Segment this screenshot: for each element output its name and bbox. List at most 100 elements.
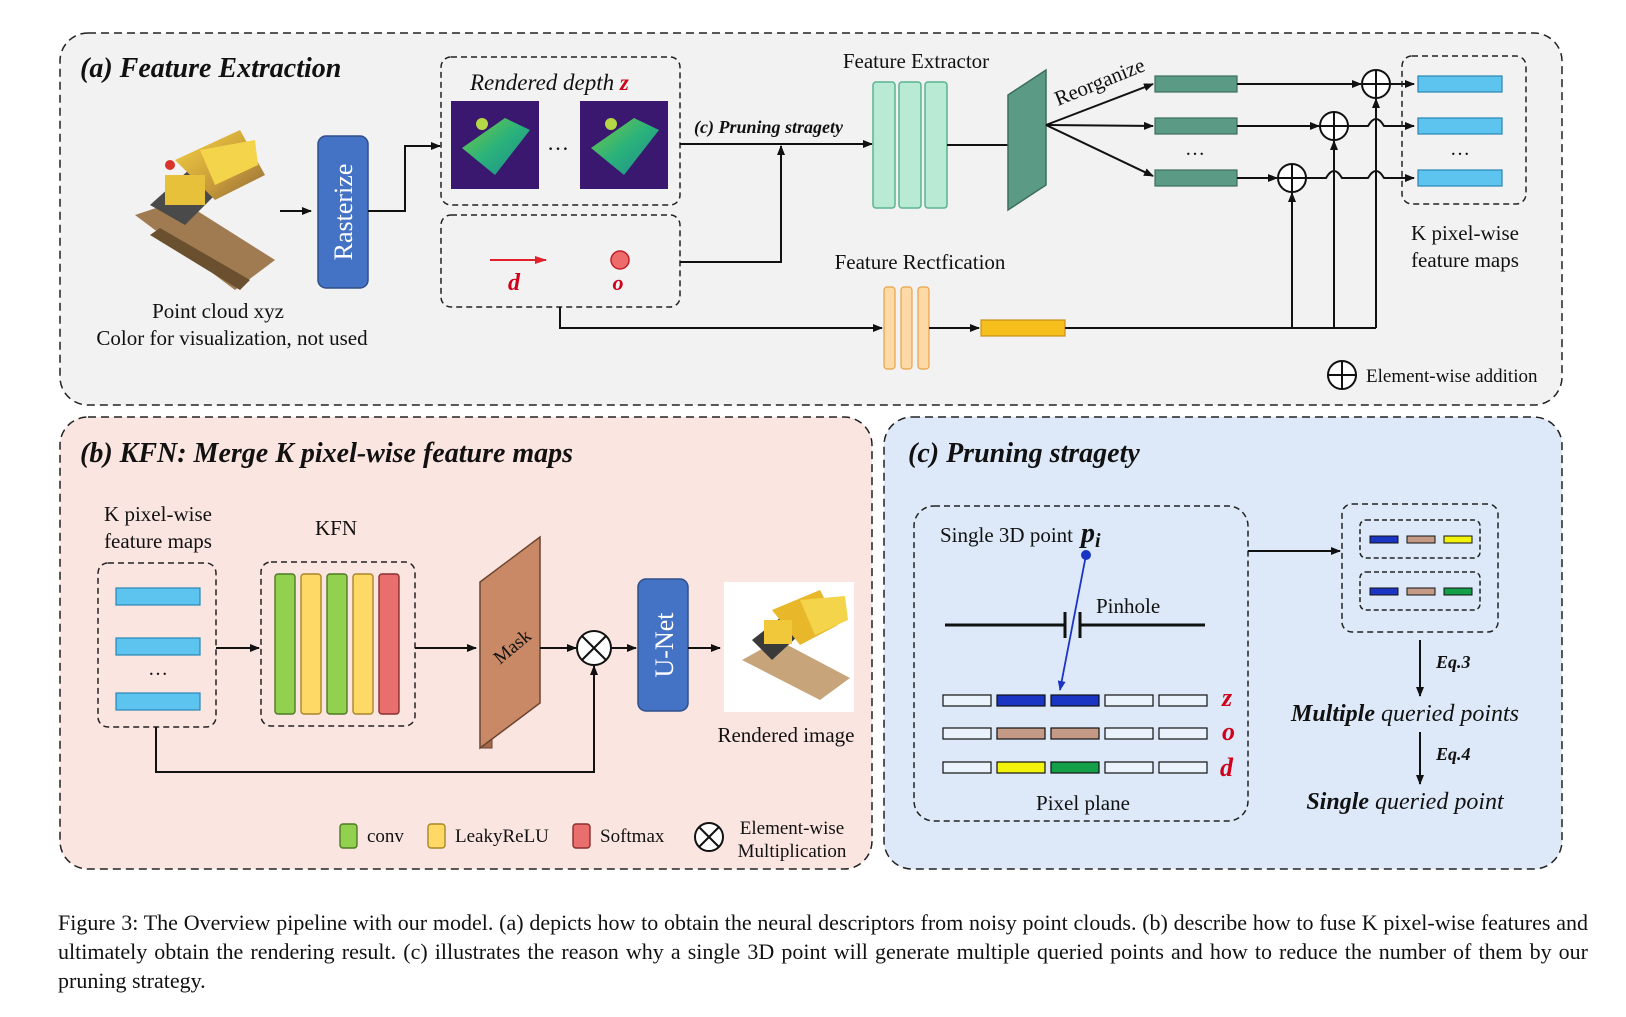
d-symbol: d [508,270,521,296]
point-cloud-label-2: Color for visualization, not used [96,326,368,350]
addition-legend-label: Element-wise addition [1366,366,1538,387]
depth-z-symbol: z [619,70,629,95]
pinhole-box [913,505,1249,822]
queried-points-box [1341,503,1499,633]
depth-map-2 [580,101,668,189]
pixel-row-o [942,727,1208,740]
k-map-b-2 [115,637,201,656]
rectified-feature-bar [980,319,1066,337]
addition-legend-icon [1327,360,1357,390]
feature-extractor-label: Feature Extractor [843,49,989,73]
reorg-feature-2 [1154,117,1238,135]
k-maps-a-label-2: feature maps [1411,248,1519,272]
legend-leaky-label: LeakyReLU [455,826,549,847]
pixel-row-d [942,761,1208,774]
k-map-a-2 [1417,117,1503,135]
arrow-do-to-pruning [680,145,785,263]
k-maps-b-label-2: feature maps [104,529,212,553]
k-map-b-ellipsis: … [148,658,168,680]
arrow-reorg-1 [1045,83,1154,126]
o-symbol: o [613,270,624,295]
addition-node-3 [1277,163,1307,193]
arrow-reorg-3 [1045,124,1154,177]
extractor-layer-3 [924,81,948,209]
feature-rectification-label: Feature Rectfication [835,250,1006,274]
k-maps-b-label-1: K pixel-wise [104,502,212,526]
kfn-conv-2 [326,573,348,715]
rendered-depth-label: Rendered depth z [469,70,629,95]
kfn-conv-1 [274,573,296,715]
legend-leaky-swatch [427,823,446,849]
offset-dot-icon [610,250,630,270]
depth-ellipsis: … [547,130,569,155]
legend-conv-label: conv [367,826,404,847]
rendered-image [724,582,854,712]
legend-conv-swatch [339,823,358,849]
pixel-d-symbol: d [1220,753,1234,782]
kfn-leaky-2 [352,573,374,715]
legend-softmax-label: Softmax [600,826,665,847]
pixel-plane-label: Pixel plane [1036,791,1130,815]
pixel-row-z [942,694,1208,707]
queried-group-1 [1359,519,1481,559]
skip-connection-arrow [155,665,598,773]
arrow-do-to-rectification [559,307,883,332]
unet-block [637,578,689,712]
queried-group-2 [1359,571,1481,611]
legend-multiplication-icon [694,822,724,852]
panel-feature-extraction: (a) Feature Extraction Point cloud xyz C… [59,32,1563,406]
arrow-rasterize-to-depth [368,142,441,212]
multiple-queried-label: Multiple queried points [1290,701,1519,727]
reorg-feature-1 [1154,75,1238,93]
legend-mult-label-2: Multiplication [738,841,847,862]
reorganize-slab [1007,68,1047,212]
panel-b-title: (b) KFN: Merge K pixel-wise feature maps [80,438,573,469]
kfn-label: KFN [315,516,357,540]
point-cloud-label-1: Point cloud xyz [152,299,284,323]
k-map-b-1 [115,587,201,606]
k-maps-box-a [1401,55,1527,205]
extractor-layer-1 [872,81,896,209]
extractor-layer-2 [898,81,922,209]
legend-softmax-swatch [572,823,591,849]
addition-node-2 [1319,111,1349,141]
pinhole-label: Pinhole [1096,594,1160,618]
depth-map-1 [451,101,539,189]
multiplication-node [576,630,612,666]
rendered-image-label: Rendered image [717,723,854,747]
kfn-softmax [378,573,400,715]
legend-mult-label-1: Element-wise [740,818,844,839]
reorg-ellipsis: … [1185,138,1205,160]
pixel-z-symbol: z [1221,683,1233,712]
eq4-label: Eq.4 [1435,744,1471,764]
arrow-reorg-2 [1045,121,1154,130]
k-map-a-ellipsis: … [1450,138,1470,160]
panel-b-background [59,416,873,870]
k-map-b-3 [115,692,201,711]
rect-layer-1 [883,286,896,370]
single-queried-label: Single queried point [1306,789,1505,815]
pixel-o-symbol: o [1222,717,1235,746]
mask-slab [479,535,541,750]
addition-node-1 [1361,69,1391,99]
rect-layer-2 [900,286,913,370]
k-map-a-3 [1417,169,1503,187]
point-cloud-image [135,130,275,290]
eq3-label: Eq.3 [1435,652,1471,672]
unet-label: U-Net [650,612,679,678]
figure-caption: Figure 3: The Overview pipeline with our… [58,910,1588,993]
pruning-strategy-label: (c) Pruning stragety [694,117,844,138]
panel-a-title: (a) Feature Extraction [80,53,341,84]
reorg-feature-3 [1154,169,1238,187]
k-maps-a-label-1: K pixel-wise [1411,221,1519,245]
panel-kfn: (b) KFN: Merge K pixel-wise feature maps… [59,416,873,870]
panel-c-background [883,416,1563,870]
k-map-a-1 [1417,75,1503,93]
projection-ray [1057,554,1087,691]
pipeline-figure: (a) Feature Extraction Point cloud xyz C… [59,32,1563,870]
panel-c-title: (c) Pruning stragety [908,438,1140,469]
rect-layer-3 [917,286,930,370]
rasterize-label: Rasterize [329,164,358,261]
